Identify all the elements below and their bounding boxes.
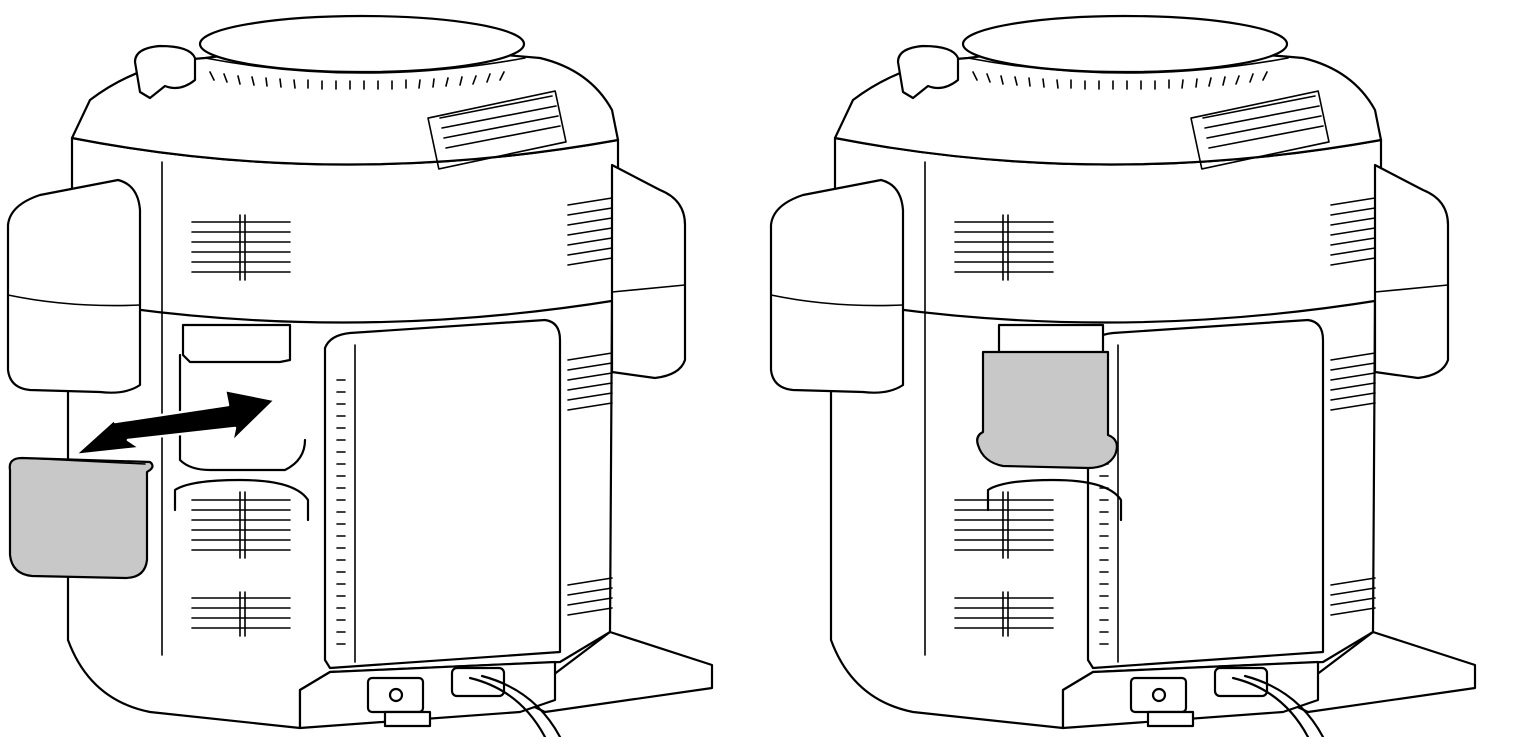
side-vent-lower — [1330, 577, 1376, 616]
cup-holder-bracket — [181, 323, 292, 364]
label-plate-screw — [388, 687, 404, 703]
condensation-cup-detached — [8, 456, 154, 580]
side-vent-upper — [1330, 197, 1376, 266]
side-vent-lower — [567, 577, 613, 616]
front-vent-middle — [954, 491, 1054, 559]
left-handle-seam — [7, 294, 141, 307]
foot-pad — [1146, 710, 1195, 728]
upper-band — [70, 136, 620, 324]
side-vent-middle — [567, 352, 613, 411]
foot-pad — [383, 710, 432, 728]
right-handle-seam — [611, 284, 686, 293]
front-vent-upper — [954, 214, 1054, 281]
cup-holder-rail — [173, 478, 310, 522]
side-vent-middle — [1330, 352, 1376, 411]
cup-lip — [21, 457, 146, 465]
power-cord-icon — [1231, 674, 1325, 737]
front-vent-upper — [191, 214, 291, 281]
front-vent-lower — [954, 591, 1054, 637]
steam-release-valve — [896, 44, 960, 100]
back-panel-ticks — [336, 379, 346, 645]
top-vent — [1190, 90, 1330, 170]
front-vent-middle — [191, 491, 291, 559]
power-socket — [450, 666, 506, 698]
condensation-cup-installed — [976, 350, 1118, 470]
lid-top — [198, 14, 526, 74]
back-panel — [1086, 318, 1325, 670]
lid-knurl — [972, 71, 1268, 90]
left-handle-seam — [770, 294, 904, 307]
lid-rim — [204, 57, 526, 74]
cup-holder-slot — [178, 353, 307, 472]
label-plate-screw — [1151, 687, 1167, 703]
top-vent — [427, 90, 567, 170]
steam-release-valve — [133, 44, 197, 100]
appliance-illustration-remove — [6, 14, 714, 737]
side-vent-upper — [567, 197, 613, 266]
lid-rim — [967, 57, 1289, 74]
left-handle — [769, 178, 905, 394]
cup-holder-rail — [986, 478, 1123, 522]
lid-knurl — [209, 71, 505, 90]
right-handle — [610, 163, 687, 380]
power-cord-icon — [468, 674, 562, 737]
appliance-illustration-installed — [769, 14, 1477, 737]
top-vent-slots — [1202, 95, 1324, 149]
right-handle-seam — [1374, 284, 1449, 293]
panel-remove-cup — [6, 14, 714, 737]
lid-top — [961, 14, 1289, 74]
upper-band — [833, 136, 1383, 324]
right-handle — [1373, 163, 1450, 380]
front-vent-lower — [191, 591, 291, 637]
left-handle — [6, 178, 142, 394]
power-socket — [1213, 666, 1269, 698]
top-vent-slots — [439, 95, 561, 149]
panel-cup-installed — [763, 0, 1526, 737]
arrow-left-down-icon — [73, 388, 277, 457]
back-panel — [323, 318, 562, 670]
